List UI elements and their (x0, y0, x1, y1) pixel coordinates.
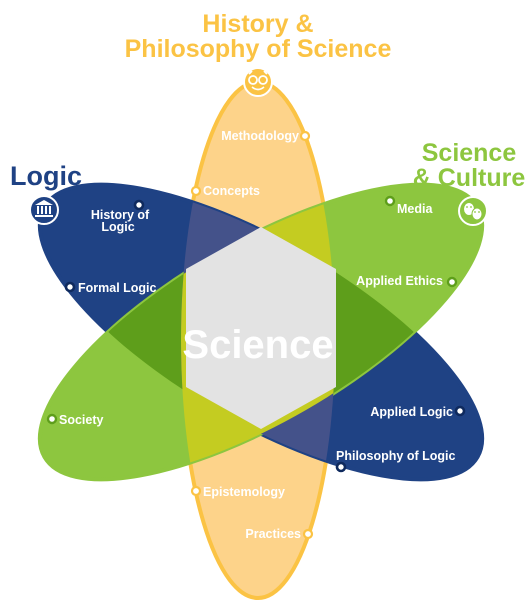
applied-ethics-label: Applied Ethics (356, 274, 443, 288)
concepts-label: Concepts (203, 184, 260, 198)
culture-title-line2: & Culture (413, 164, 526, 192)
culture-title-line1: Science (422, 139, 517, 167)
applied-logic-dot (454, 405, 466, 417)
practices-dot (302, 528, 314, 540)
center-hexagon (186, 227, 336, 429)
formal-logic-dot (64, 281, 76, 293)
society-label: Society (59, 413, 104, 427)
owl-icon (243, 67, 273, 97)
history-title-line2: Philosophy of Science (125, 35, 392, 63)
formal-logic-label: Formal Logic (78, 281, 157, 295)
media-label: Media (397, 202, 433, 216)
applied-ethics-dot (446, 276, 458, 288)
methodology-label: Methodology (221, 129, 299, 143)
institution-icon (29, 195, 59, 225)
history-of-logic-dot (133, 199, 145, 211)
philosophy-of-logic-label: Philosophy of Logic (336, 449, 455, 463)
epistemology-dot (190, 485, 202, 497)
methodology-dot (299, 130, 311, 142)
philosophy-of-logic-dot (335, 461, 347, 473)
society-dot (46, 413, 58, 425)
media-dot (384, 195, 396, 207)
concepts-dot (190, 185, 202, 197)
center-label: Science (182, 323, 333, 367)
practices-label: Practices (245, 527, 301, 541)
history-title-line1: History & (202, 10, 313, 38)
logic-title: Logic (10, 161, 82, 191)
history-of-logic-label-line2: Logic (101, 220, 134, 234)
applied-logic-label: Applied Logic (370, 405, 453, 419)
epistemology-label: Epistemology (203, 485, 285, 499)
theater-masks-icon (458, 196, 488, 226)
history-of-logic-label-line1: History of (91, 208, 150, 222)
